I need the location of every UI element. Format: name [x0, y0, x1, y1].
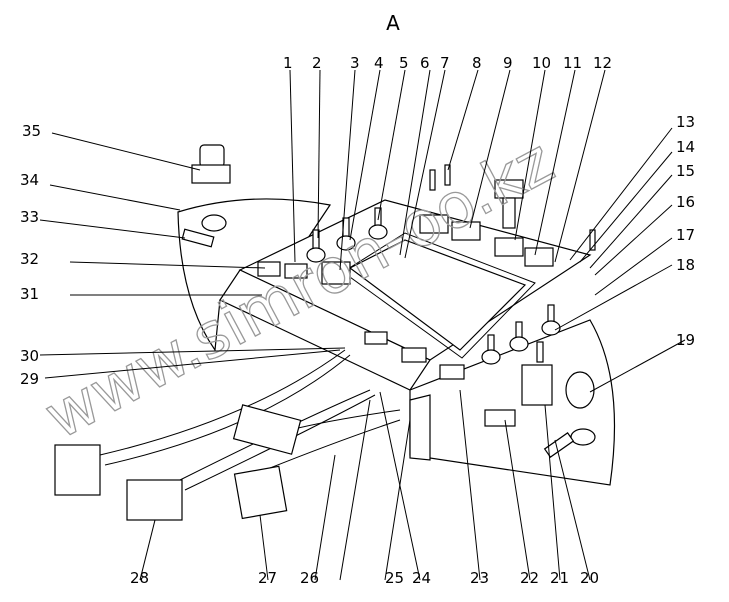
callout-1: 1	[283, 54, 293, 72]
callout-25: 25	[385, 569, 404, 587]
callout-2: 2	[312, 54, 322, 72]
callout-32: 32	[20, 250, 39, 268]
callout-29: 29	[20, 370, 39, 388]
wiring-harness	[54, 349, 401, 521]
connector-6pin-a	[126, 479, 183, 521]
callout-5: 5	[399, 54, 409, 72]
view-label: A	[386, 11, 400, 35]
callout-16: 16	[676, 193, 695, 211]
callout-4: 4	[374, 54, 384, 72]
callout-27: 27	[258, 569, 277, 587]
callout-15: 15	[676, 162, 695, 180]
callout-6: 6	[420, 54, 430, 72]
callout-30: 30	[20, 347, 39, 365]
callout-31: 31	[20, 285, 39, 303]
callout-23: 23	[470, 569, 489, 587]
callout-35: 35	[22, 122, 41, 140]
callout-26: 26	[300, 569, 319, 587]
callout-22: 22	[520, 569, 539, 587]
switch-group-bottom	[364, 331, 516, 427]
callout-20: 20	[580, 569, 599, 587]
callout-24: 24	[412, 569, 431, 587]
connector-8pin	[54, 444, 101, 496]
callout-12: 12	[593, 54, 612, 72]
callout-14: 14	[676, 138, 695, 156]
callout-34: 34	[20, 171, 39, 189]
callout-numbers: 1 2 3 4 5 6 7 8 9 10 11 12 13 14 15 16 1…	[20, 54, 695, 587]
callout-8: 8	[472, 54, 482, 72]
callout-3: 3	[350, 54, 360, 72]
callout-7: 7	[440, 54, 450, 72]
leader-lines	[39, 69, 686, 581]
switch-group-top	[257, 179, 554, 285]
panel-body	[54, 144, 616, 521]
callout-33: 33	[20, 208, 39, 226]
callout-21: 21	[550, 569, 569, 587]
callout-11: 11	[563, 54, 582, 72]
callout-18: 18	[676, 256, 695, 274]
callout-13: 13	[676, 113, 695, 131]
connector-6pin-b	[233, 465, 288, 520]
callout-9: 9	[503, 54, 513, 72]
connector-8pin-b	[232, 404, 302, 455]
callout-17: 17	[676, 226, 695, 244]
callout-10: 10	[532, 54, 551, 72]
callout-28: 28	[130, 569, 149, 587]
callout-19: 19	[676, 331, 695, 349]
toggle-switches	[306, 207, 561, 406]
